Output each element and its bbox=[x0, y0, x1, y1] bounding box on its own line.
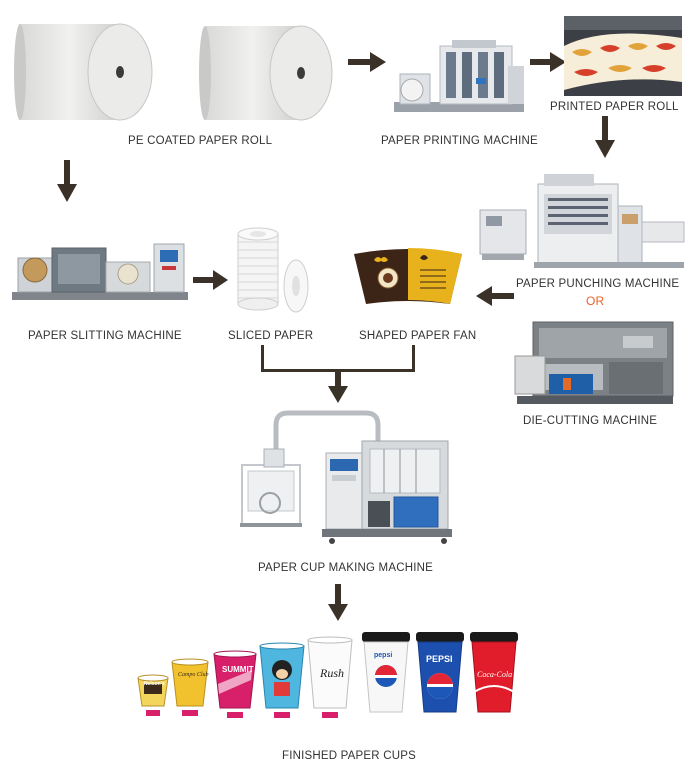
coke-brand-text: Coca-Cola bbox=[477, 670, 513, 679]
pe-coated-paper-rolls bbox=[14, 23, 333, 121]
label-or: OR bbox=[586, 294, 605, 308]
cup1-brand-text: Nelson's bbox=[144, 681, 165, 687]
paper-printing-machine-image bbox=[394, 40, 524, 112]
paper-cup-icon bbox=[171, 658, 209, 716]
label-paper-slitting-machine: PAPER SLITTING MACHINE bbox=[28, 330, 182, 342]
die-cutting-machine-image bbox=[514, 321, 674, 404]
label-paper-cup-making-machine: PAPER CUP MAKING MACHINE bbox=[258, 562, 433, 574]
paper-roll-icon bbox=[14, 23, 153, 121]
paper-punching-machine-image bbox=[479, 174, 685, 268]
label-sliced-paper: SLICED PAPER bbox=[228, 330, 314, 342]
paper-cups-image bbox=[137, 632, 518, 718]
label-paper-printing-machine: PAPER PRINTING MACHINE bbox=[381, 135, 538, 147]
pepsi-cup1-brand-text: pepsi bbox=[374, 652, 393, 659]
arrow-roll-to-printer bbox=[348, 52, 386, 72]
arrow-roll-to-slitting bbox=[57, 160, 77, 202]
paper-cup-icon bbox=[416, 632, 464, 713]
label-die-cutting-machine: DIE-CUTTING MACHINE bbox=[523, 415, 658, 427]
finished-paper-cups: Nelson's Campo Club SUMMIT Rush pepsi PE… bbox=[132, 626, 532, 722]
label-finished-paper-cups: FINISHED PAPER CUPS bbox=[282, 750, 416, 762]
pepsi-brand-text: PEPSI bbox=[426, 654, 453, 664]
paper-cup-icon bbox=[259, 642, 305, 718]
printed-paper-roll-image bbox=[564, 16, 682, 96]
paper-cup-icon bbox=[307, 636, 353, 718]
paper-cup-icon bbox=[137, 674, 169, 716]
cup2-brand-text: Campo Club bbox=[178, 672, 209, 678]
arrow-slitting-to-sliced bbox=[193, 270, 228, 290]
paper-cup-icon bbox=[362, 632, 410, 713]
paper-roll-icon bbox=[199, 25, 333, 121]
bracket-connector bbox=[261, 345, 415, 403]
label-printed-paper-roll: PRINTED PAPER ROLL bbox=[550, 101, 679, 113]
paper-cup-making-machine-image bbox=[240, 410, 452, 544]
paper-cup-icon bbox=[470, 632, 518, 713]
paper-cup-icon bbox=[213, 650, 257, 718]
shaped-paper-fan-image bbox=[354, 248, 462, 304]
arrow-punching-to-fan bbox=[476, 286, 514, 306]
label-shaped-paper-fan: SHAPED PAPER FAN bbox=[359, 330, 477, 342]
arrow-machine-to-cups bbox=[328, 584, 348, 621]
label-pe-coated-paper-roll: PE COATED PAPER ROLL bbox=[128, 135, 273, 147]
label-paper-punching-machine: PAPER PUNCHING MACHINE bbox=[516, 278, 680, 290]
cup5-brand-text: Rush bbox=[320, 666, 344, 680]
cup3-brand-text: SUMMIT bbox=[222, 665, 254, 674]
sliced-paper-image bbox=[237, 227, 309, 313]
arrow-printed-roll-to-punching bbox=[595, 116, 615, 158]
arrow-printer-to-printed-roll bbox=[530, 52, 566, 72]
paper-slitting-machine-image bbox=[12, 243, 188, 300]
